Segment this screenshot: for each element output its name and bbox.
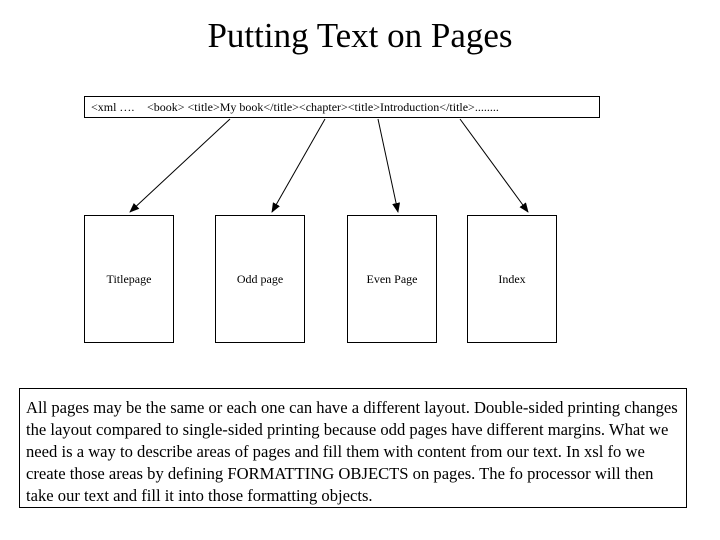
arrow-to-even-page xyxy=(377,118,401,213)
page-label-even-page: Even Page xyxy=(366,272,418,286)
xml-source-box: <xml …. <book> <title>My book</title><cha… xyxy=(84,96,600,118)
slide-title: Putting Text on Pages xyxy=(207,16,513,55)
xml-content-text: <book> <title>My book</title><chapter><t… xyxy=(147,100,499,114)
explanation-text-box: All pages may be the same or each one ca… xyxy=(19,388,687,508)
arrow-to-odd-page xyxy=(271,118,326,213)
page-label-titlepage: Titlepage xyxy=(106,272,152,286)
page-box-even-page: Even Page xyxy=(347,215,437,343)
page-box-index: Index xyxy=(467,215,557,343)
xml-declaration-text: <xml …. xyxy=(91,100,135,114)
page-box-titlepage: Titlepage xyxy=(84,215,174,343)
arrow-to-index xyxy=(459,118,529,213)
page-label-odd-page: Odd page xyxy=(236,272,284,286)
page-label-index: Index xyxy=(498,272,526,286)
arrow-to-titlepage xyxy=(129,118,231,213)
page-box-odd-page: Odd page xyxy=(215,215,305,343)
